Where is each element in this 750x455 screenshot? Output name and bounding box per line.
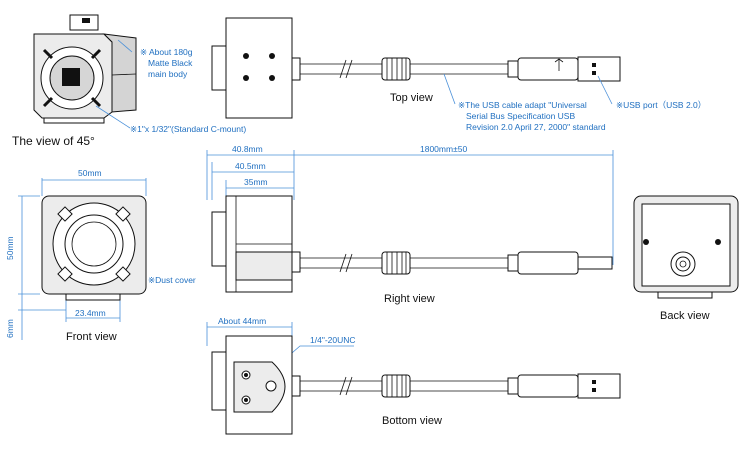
- usb-cable-note-line1: ※The USB cable adapt "Universal: [458, 100, 587, 110]
- label-top-view: Top view: [390, 92, 433, 104]
- weight-note-line3: main body: [148, 69, 188, 79]
- dim-height-50mm: 50mm: [5, 236, 15, 260]
- usb-cable-note-line2: Serial Bus Specification USB: [466, 111, 575, 121]
- camera-back-view: [633, 195, 739, 299]
- usb-port-note: ※USB port（USB 2.0）: [616, 100, 706, 110]
- camera-top-view: [211, 17, 621, 119]
- camera-right-view: [211, 195, 613, 293]
- dimension-lines-right: [206, 150, 614, 265]
- camera-bottom-view: [211, 335, 621, 435]
- camera-front-view: [41, 195, 147, 301]
- cmount-note: ※1"x 1/32"(Standard C-mount): [130, 124, 246, 134]
- dim-width-50mm: 50mm: [78, 168, 102, 178]
- label-right-view: Right view: [384, 293, 435, 305]
- dust-cover-note: ※Dust cover: [148, 275, 196, 285]
- dim-35mm: 35mm: [244, 177, 268, 187]
- dim-23-4mm: 23.4mm: [75, 308, 106, 318]
- camera-45-view: [33, 14, 137, 124]
- dim-6mm: 6mm: [5, 319, 15, 338]
- dim-40-8mm: 40.8mm: [232, 144, 263, 154]
- dimension-lines-front: [18, 178, 147, 340]
- usb-cable-note-line3: Revision 2.0 April 27, 2000" standard: [466, 122, 606, 132]
- weight-note-line1: ※ About 180g: [140, 47, 193, 57]
- label-front-view: Front view: [66, 331, 117, 343]
- label-view-45: The view of 45°: [12, 134, 95, 148]
- dim-40-5mm: 40.5mm: [235, 161, 266, 171]
- tripod-thread-note: 1/4"-20UNC: [310, 335, 356, 345]
- label-bottom-view: Bottom view: [382, 415, 442, 427]
- dim-about-44mm: About 44mm: [218, 316, 266, 326]
- dim-cable-length: 1800mm±50: [420, 144, 467, 154]
- label-back-view: Back view: [660, 310, 710, 322]
- weight-note-line2: Matte Black: [148, 58, 193, 68]
